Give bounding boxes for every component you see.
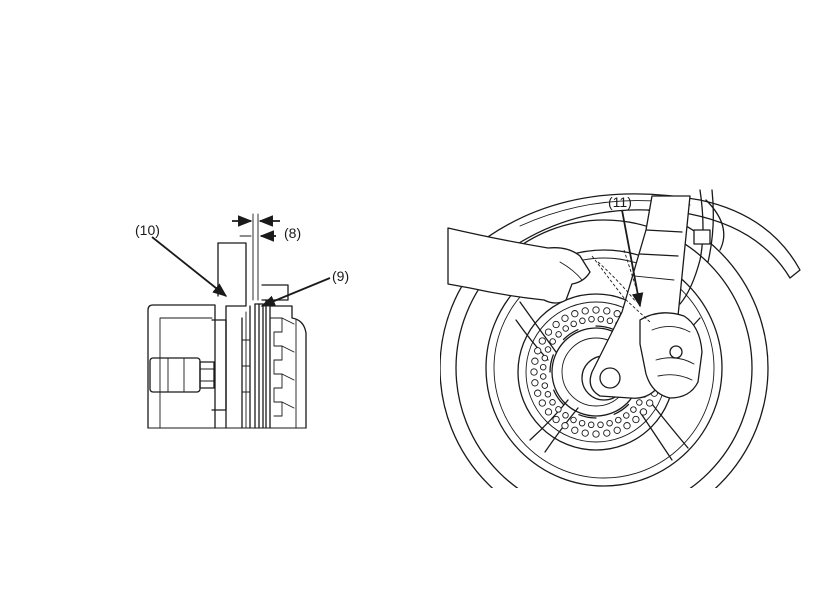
caliper-section-drawing <box>148 214 330 428</box>
label-10: (10) <box>135 222 160 238</box>
label-8: (8) <box>284 225 301 241</box>
front-wheel-drawing <box>440 190 800 532</box>
label-9: (9) <box>332 268 349 284</box>
label-11: (11) <box>608 194 632 210</box>
